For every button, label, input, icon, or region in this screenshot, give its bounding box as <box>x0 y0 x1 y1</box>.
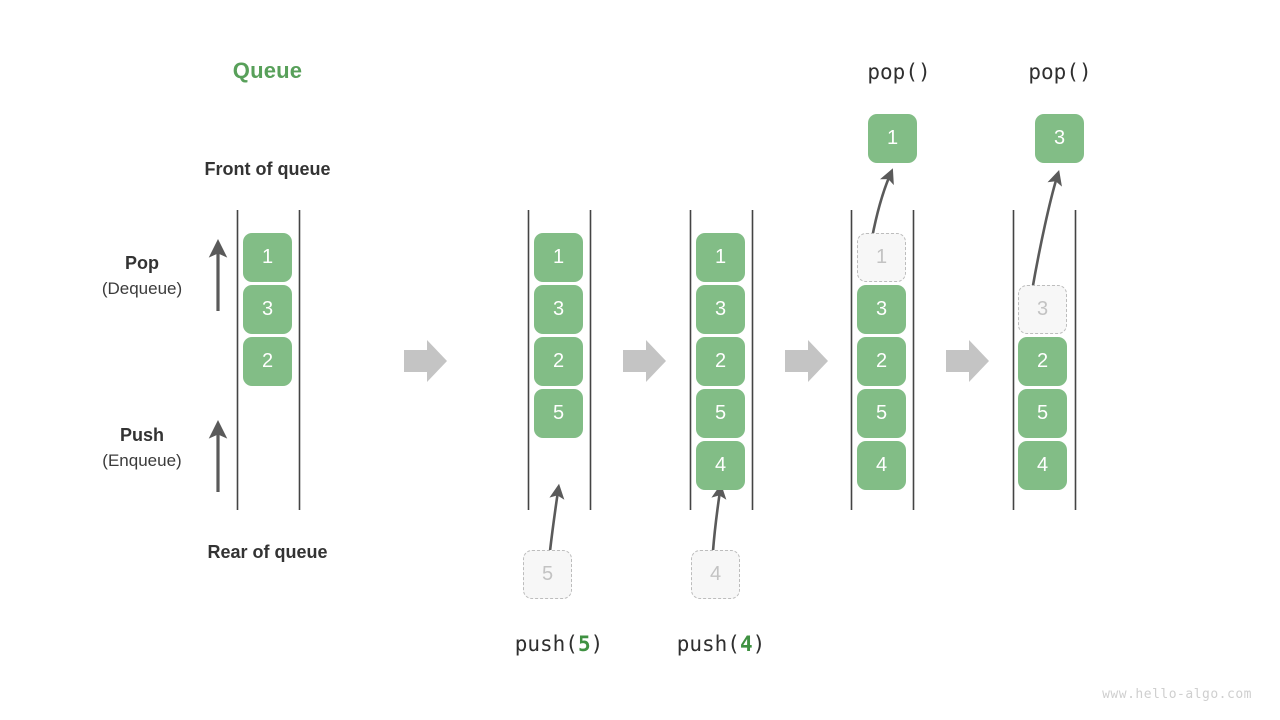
queue-rails <box>236 210 1077 510</box>
queue-cell: 4 <box>857 441 906 490</box>
caption-arg: 5 <box>577 632 591 656</box>
caption-prefix: push( <box>676 632 740 656</box>
popped-cell: 1 <box>868 114 917 163</box>
front-of-queue-label: Front of queue <box>204 159 331 179</box>
flow-arrow-2 <box>623 340 666 382</box>
ghost-cell: 5 <box>523 550 572 599</box>
queue-cell: 3 <box>243 285 292 334</box>
queue-cell: 2 <box>1018 337 1067 386</box>
queue-cell: 1 <box>534 233 583 282</box>
queue-cell-new: 4 <box>696 441 745 490</box>
flow-arrow-3 <box>785 340 828 382</box>
queue-cell: 5 <box>857 389 906 438</box>
caption-suffix: ) <box>752 632 766 656</box>
flow-arrow-1 <box>404 340 447 382</box>
pop-label-subtitle: (Dequeue) <box>101 279 183 298</box>
pop-label-title: Pop <box>125 253 159 273</box>
queue-cell: 2 <box>696 337 745 386</box>
pop-caption: pop() <box>1028 60 1092 84</box>
pop-arrow-stage5 <box>1030 170 1062 292</box>
pop-caption: pop() <box>867 60 931 84</box>
push-caption: push(4) <box>641 632 801 656</box>
queue-cell: 2 <box>243 337 292 386</box>
queue-cell: 2 <box>534 337 583 386</box>
push-label-title: Push <box>119 425 164 445</box>
caption-suffix: ) <box>590 632 604 656</box>
queue-cell: 3 <box>534 285 583 334</box>
queue-cell: 4 <box>1018 441 1067 490</box>
flow-arrow-4 <box>946 340 989 382</box>
queue-cell-new: 5 <box>534 389 583 438</box>
queue-cell: 3 <box>857 285 906 334</box>
queue-cell: 3 <box>696 285 745 334</box>
queue-cell: 1 <box>696 233 745 282</box>
queue-cell: 5 <box>696 389 745 438</box>
watermark: www.hello-algo.com <box>1102 687 1252 702</box>
push-arrow-stage3 <box>711 483 727 552</box>
queue-cell: 1 <box>243 233 292 282</box>
ghost-cell: 1 <box>857 233 906 282</box>
push-label-subtitle: (Enqueue) <box>102 451 182 470</box>
caption-prefix: push( <box>514 632 578 656</box>
push-label: Push (Enqueue) <box>57 422 227 474</box>
page-title: Queue <box>232 58 303 83</box>
pop-arrow-stage4 <box>870 168 894 239</box>
caption-arg: 4 <box>739 632 753 656</box>
push-caption: push(5) <box>479 632 639 656</box>
pop-label: Pop (Dequeue) <box>57 250 227 302</box>
ghost-cell: 3 <box>1018 285 1067 334</box>
ghost-cell: 4 <box>691 550 740 599</box>
queue-cell: 2 <box>857 337 906 386</box>
push-arrow-stage2 <box>548 483 565 552</box>
popped-cell: 3 <box>1035 114 1084 163</box>
rear-of-queue-label: Rear of queue <box>207 542 328 562</box>
queue-cell: 5 <box>1018 389 1067 438</box>
